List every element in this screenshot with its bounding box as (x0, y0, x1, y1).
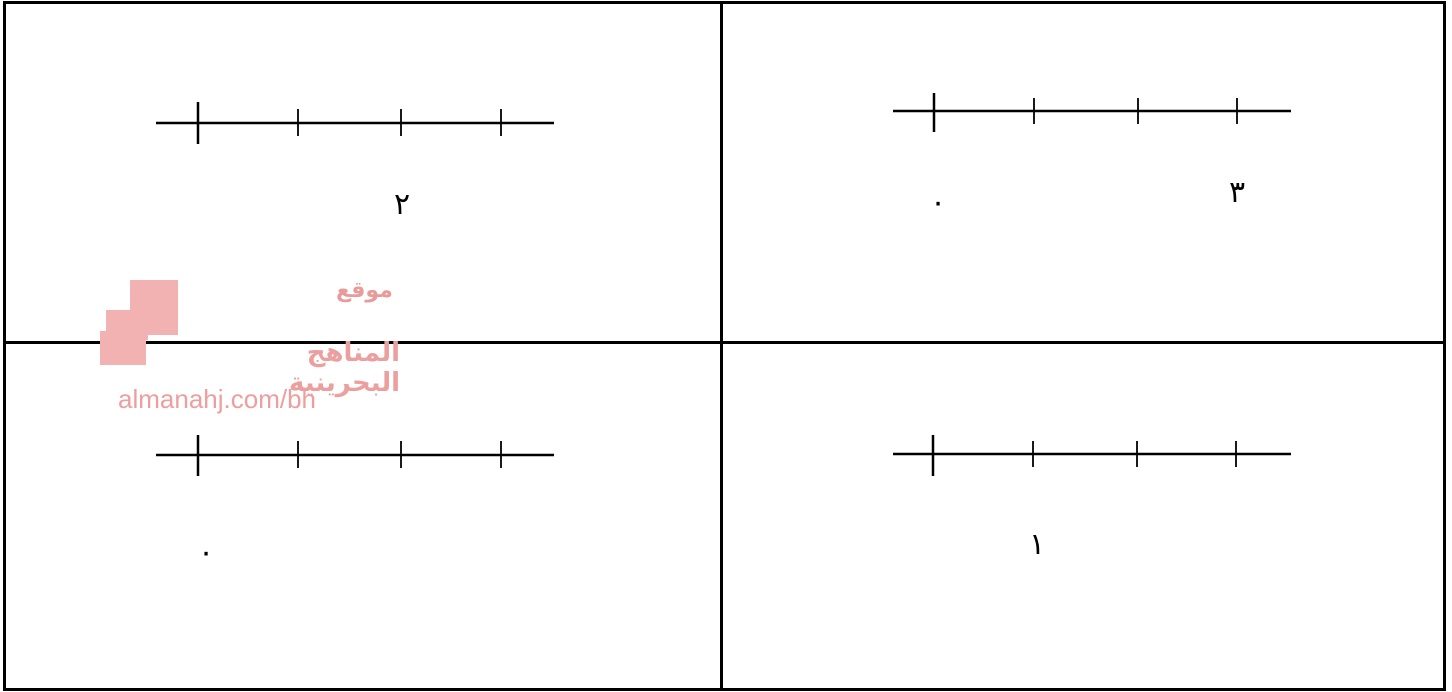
table-border-left (3, 1, 6, 691)
cell-top-left: ٢ (6, 4, 720, 341)
cell-bottom-left: ٠ (6, 344, 720, 688)
number-label: ١ (1029, 527, 1046, 562)
watermark-logo: موقع المناهج البحرينية almanahj.com/bh (100, 278, 400, 418)
watermark-url: almanahj.com/bh (118, 384, 316, 414)
number-label: ٣ (1229, 175, 1246, 210)
table-border-bottom (3, 688, 1446, 691)
number-label: ٠ (198, 535, 215, 570)
watermark-logo-block (106, 310, 148, 340)
watermark-site-label: موقع (336, 278, 393, 303)
table-border-right (1443, 1, 1446, 691)
cell-top-right: ٣ ٠ (723, 4, 1443, 341)
number-label: ٢ (394, 187, 411, 222)
table-border-top (3, 1, 1446, 4)
number-line (893, 93, 1291, 132)
number-line (156, 102, 554, 144)
table-border-center-horizontal (3, 341, 1446, 344)
number-label: ٠ (930, 185, 947, 220)
cell-bottom-right: ١ (723, 344, 1443, 688)
table-border-center-vertical (720, 1, 723, 691)
number-line (156, 435, 554, 476)
watermark-site-name: المناهج البحرينية (289, 338, 400, 398)
number-line (893, 435, 1291, 476)
